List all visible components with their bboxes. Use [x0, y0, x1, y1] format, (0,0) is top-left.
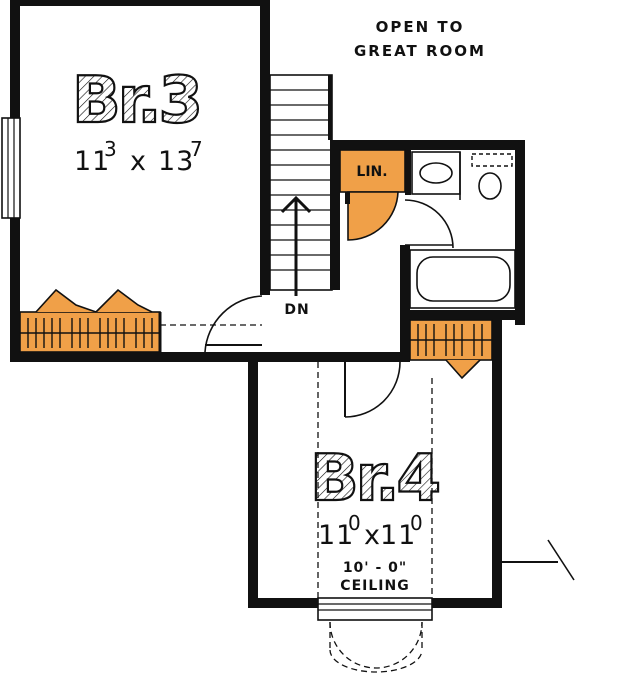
br4-dimensions: 11 0 x 11 0: [318, 511, 423, 551]
linen-label: LIN.: [356, 164, 387, 180]
br4-dim-w-sup: 0: [348, 511, 361, 535]
br3-dim-h: 13: [158, 146, 194, 177]
br3-closet: [19, 288, 162, 353]
br4-dim-w: 11: [318, 520, 354, 551]
br4-door[interactable]: [344, 361, 401, 418]
br4-ceiling-height: 10' - 0": [343, 560, 407, 576]
annotation-line-2: GREAT ROOM: [354, 42, 486, 60]
exterior-line: [502, 539, 575, 581]
br3-dimensions: 11 3 x 13 7: [74, 137, 203, 177]
br4-name: Br.4: [310, 442, 439, 516]
stairs-down-label: DN: [284, 302, 309, 318]
bath-walls: [330, 140, 525, 360]
br3-dim-sep: x: [130, 146, 147, 177]
br4-dim-h: 11: [380, 520, 416, 551]
br4-dim-h-sup: 0: [410, 511, 423, 535]
br4-walls: [160, 320, 502, 608]
br3-window: [1, 117, 21, 219]
br3-name: Br.3: [72, 64, 200, 138]
br3-dim-h-sup: 7: [190, 137, 203, 161]
stairs[interactable]: [269, 74, 333, 296]
bathroom-fixtures: [404, 151, 516, 309]
br4-dim-sep: x: [364, 520, 381, 551]
br4-ceiling-label: CEILING: [340, 578, 409, 594]
br3-dim-w: 11: [74, 146, 110, 177]
br4-bay-window: [317, 597, 433, 673]
br3-dim-w-sup: 3: [104, 137, 117, 161]
linen-closet: [339, 149, 406, 241]
annotation-line-1: OPEN TO: [376, 18, 465, 36]
br4-vault-lines: [317, 362, 433, 598]
br4-closet: [409, 319, 493, 380]
br3-door[interactable]: [160, 295, 263, 353]
